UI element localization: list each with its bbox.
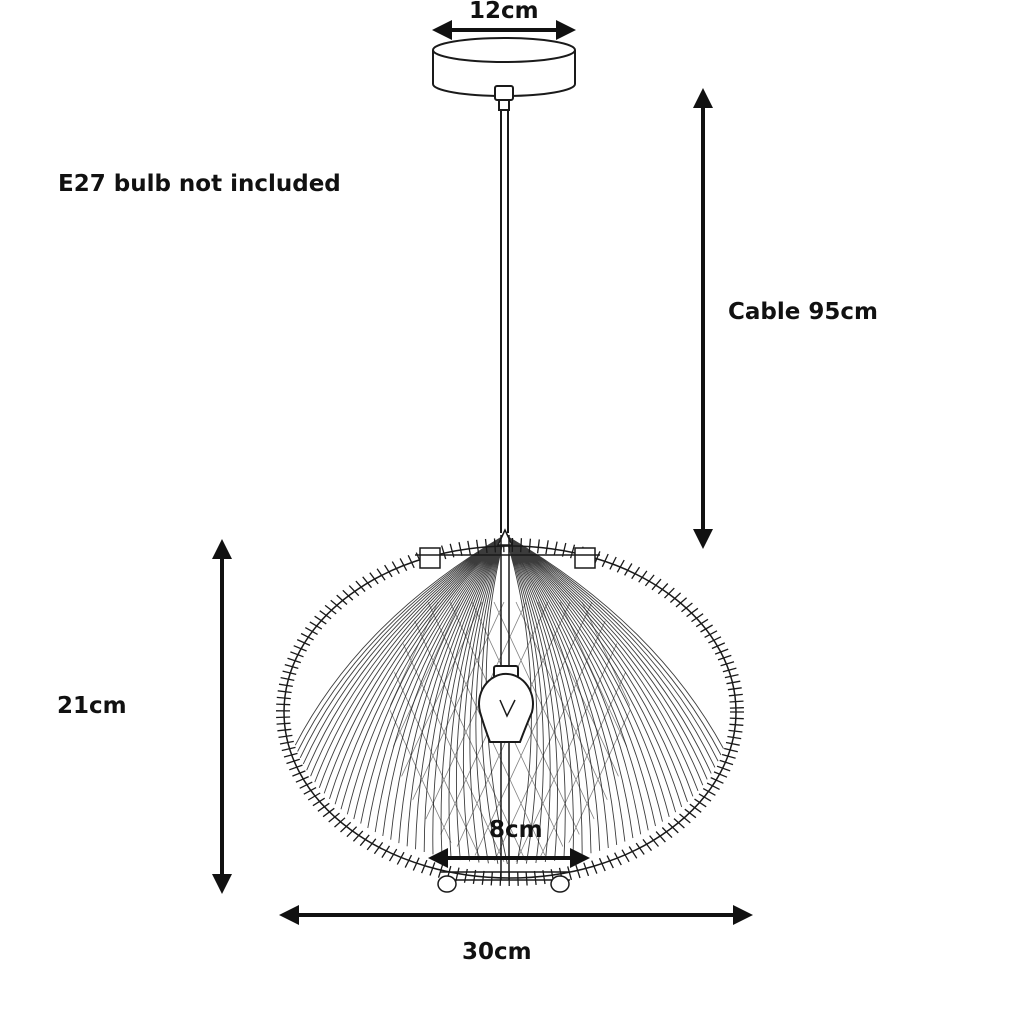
shade-height-label: 21cm (57, 693, 127, 719)
cable (500, 110, 509, 533)
shade-strands (294, 534, 724, 865)
shade-width-label: 30cm (462, 939, 532, 965)
shade-fringe (275, 537, 744, 886)
bulb-note: E27 bulb not included (58, 171, 341, 197)
bottom-ring-label: 8cm (489, 817, 543, 843)
cable-length-label: Cable 95cm (728, 299, 878, 325)
left-foot (437, 875, 457, 893)
bottom-ring (440, 871, 570, 881)
bulb-icon (478, 665, 534, 743)
right-foot (550, 875, 570, 893)
canopy-width-label: 12cm (469, 0, 539, 24)
top-bracket (415, 547, 600, 569)
ceiling-canopy (432, 37, 576, 111)
